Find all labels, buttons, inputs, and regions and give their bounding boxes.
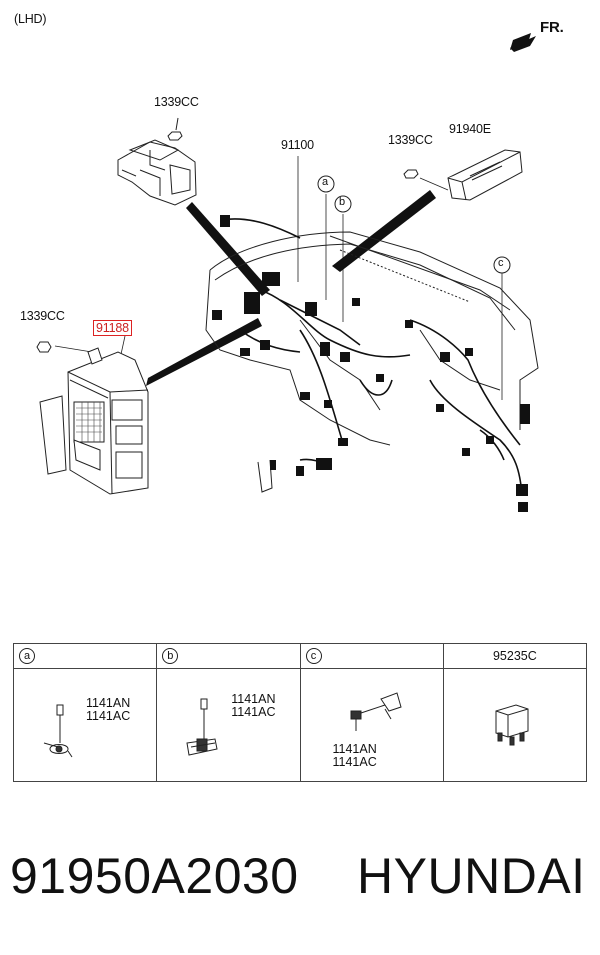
part-number-text: 91950A2030 [10,848,299,904]
legend-header-a: a [12,643,158,669]
junction-box-label[interactable]: 91188 [93,320,132,336]
bolt-top-icon [167,117,183,141]
legend-relay-part-number: 95235C [492,649,537,663]
legend-cell-relay [442,668,588,782]
orientation-label: (LHD) [14,12,47,26]
bolt-left-label: 1339CC [20,309,65,323]
legend-header-c: c [299,643,444,669]
ground-bolt-a-icon [43,704,73,758]
bolt-right-icon [403,169,419,179]
module-91940e-part [447,149,523,201]
legend-cell-a: 1141AN 1141AC [12,668,158,782]
callout-c-circle [493,256,511,274]
legend-callout-a: a [19,648,35,664]
diagram-drawing [36,33,539,512]
legend-cell-c: 1141AN 1141AC [299,668,444,782]
front-direction-label: FR. [540,19,564,36]
wiring-diagram: (LHD) FR. 1339CC 91100 1339CC 91940E 133… [14,12,564,512]
product-footer: 91950A2030 HYUNDAI [10,846,586,906]
harness-wires [221,218,523,496]
bolt-left-icon [36,341,52,353]
callout-a-label: a [322,176,328,188]
callout-b-label: b [339,196,345,208]
callout-a-circle [317,175,335,193]
module-91940e-label: 91940E [449,122,491,136]
ground-bolt-b-icon [186,698,218,756]
junction-box-91188-part [39,347,149,495]
main-harness-label: 91100 [281,138,314,152]
legend-a-part-1: 1141AN [86,696,131,710]
legend-b-part-2: 1141AC [231,705,276,719]
dashboard-outline [205,231,539,493]
legend-a-part-2: 1141AC [86,709,131,723]
relay-icon [495,704,529,746]
legend-b-part-1: 1141AN [231,692,276,706]
bolt-top-label: 1339CC [154,95,199,109]
legend-c-part-1: 1141AN [332,742,377,756]
brand-text: HYUNDAI [357,848,586,904]
legend-header-b: b [156,643,301,669]
callout-c-label: c [498,257,504,269]
legend-callout-c: c [305,648,322,664]
legend-header-relay: 95235C [442,643,588,669]
connectors [212,215,530,512]
relay-bracket-part [117,139,197,206]
legend-cell-b: 1141AN 1141AC [156,668,301,782]
parts-legend-table: a b c 95235C 1141AN 1141AC [12,643,588,782]
front-arrow-icon [510,33,536,52]
legend-callout-b: b [162,648,179,664]
ground-bolt-c-icon [350,692,402,731]
callout-b-circle [334,195,352,213]
legend-c-part-2: 1141AC [332,755,377,769]
bolt-right-label: 1339CC [388,133,433,147]
